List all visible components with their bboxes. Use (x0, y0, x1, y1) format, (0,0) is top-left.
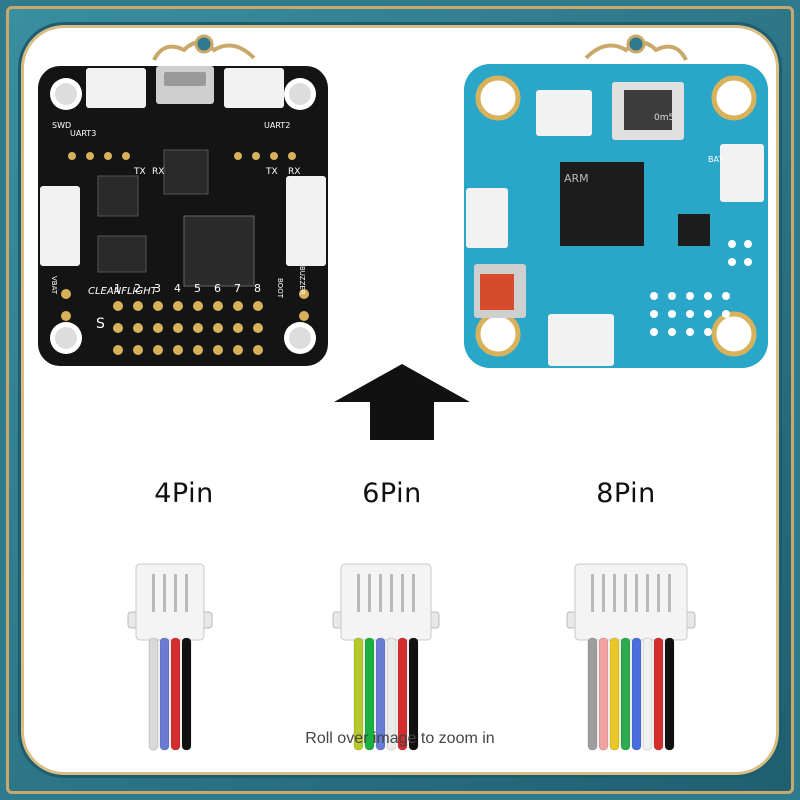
svg-text:1: 1 (114, 282, 121, 295)
svg-text:TX: TX (265, 167, 278, 177)
svg-text:BUZZER: BUZZER (298, 266, 306, 295)
black-flight-controller-board: UART3 SWD UART2 TX RX TX RX CLEANFLIGHT … (38, 66, 328, 366)
pin-2 (602, 574, 605, 612)
svg-text:3: 3 (154, 282, 161, 295)
wire-7 (653, 637, 664, 751)
wire-4 (386, 637, 397, 751)
wire-3 (609, 637, 620, 751)
wire-6 (642, 637, 653, 751)
pin-6 (412, 574, 415, 612)
cloud-ornament-right (584, 34, 688, 61)
pin-3 (613, 574, 616, 612)
wire-1 (587, 637, 598, 751)
pin-5 (401, 574, 404, 612)
svg-text:UART3: UART3 (70, 129, 96, 138)
pin-8 (668, 574, 671, 612)
svg-text:BOOT: BOOT (276, 278, 284, 299)
wire-5 (631, 637, 642, 751)
pin-2 (368, 574, 371, 612)
svg-text:0m5: 0m5 (654, 113, 674, 123)
pin-1 (152, 574, 155, 612)
wire-3 (170, 637, 181, 751)
svg-text:ARM: ARM (564, 172, 589, 185)
wire-2 (159, 637, 170, 751)
wire-5 (397, 637, 408, 751)
wire-6 (408, 637, 419, 751)
svg-text:5: 5 (194, 282, 201, 295)
pin-5 (635, 574, 638, 612)
pin-7 (657, 574, 660, 612)
connector-8pin-label: 8Pin (596, 478, 656, 509)
wire-1 (148, 637, 159, 751)
wire-8 (664, 637, 675, 751)
wire-3 (375, 637, 386, 751)
connector-4pin-image (127, 563, 213, 751)
pin-3 (174, 574, 177, 612)
svg-text:SWD: SWD (52, 121, 71, 130)
pin-3 (379, 574, 382, 612)
svg-text:RX: RX (288, 167, 300, 177)
svg-text:RX: RX (152, 167, 164, 177)
svg-text:S: S (96, 316, 105, 332)
product-image-panel[interactable]: UART3 SWD UART2 TX RX TX RX CLEANFLIGHT … (24, 28, 776, 772)
zoom-hint-caption: Roll over image to zoom in (305, 730, 495, 747)
connector-6pin-image (332, 563, 440, 751)
svg-text:VBAT: VBAT (50, 276, 58, 295)
pin-1 (591, 574, 594, 612)
connector-housing (340, 563, 432, 641)
connector-housing (135, 563, 205, 641)
wire-4 (181, 637, 192, 751)
svg-text:2: 2 (134, 282, 141, 295)
pin-4 (624, 574, 627, 612)
pin-6 (646, 574, 649, 612)
pin-4 (390, 574, 393, 612)
svg-text:7: 7 (234, 282, 241, 295)
svg-text:BAT: BAT (708, 155, 723, 164)
connector-4pin-label: 4Pin (154, 478, 214, 509)
blue-flight-controller-board: ARM 0m5 BAT (464, 64, 768, 368)
pin-4 (185, 574, 188, 612)
svg-text:CLEANFLIGHT: CLEANFLIGHT (88, 286, 158, 297)
svg-text:UART2: UART2 (264, 121, 290, 130)
wire-2 (364, 637, 375, 751)
svg-text:8: 8 (254, 282, 261, 295)
svg-text:4: 4 (174, 282, 181, 295)
connector-8pin-image (566, 563, 696, 751)
wire-4 (620, 637, 631, 751)
up-arrow-icon (334, 364, 470, 440)
pin-2 (163, 574, 166, 612)
pin-1 (357, 574, 360, 612)
wire-1 (353, 637, 364, 751)
wire-2 (598, 637, 609, 751)
cloud-ornament-left (152, 34, 256, 61)
connector-6pin-label: 6Pin (362, 478, 422, 509)
svg-text:TX: TX (133, 167, 146, 177)
svg-text:6: 6 (214, 282, 221, 295)
